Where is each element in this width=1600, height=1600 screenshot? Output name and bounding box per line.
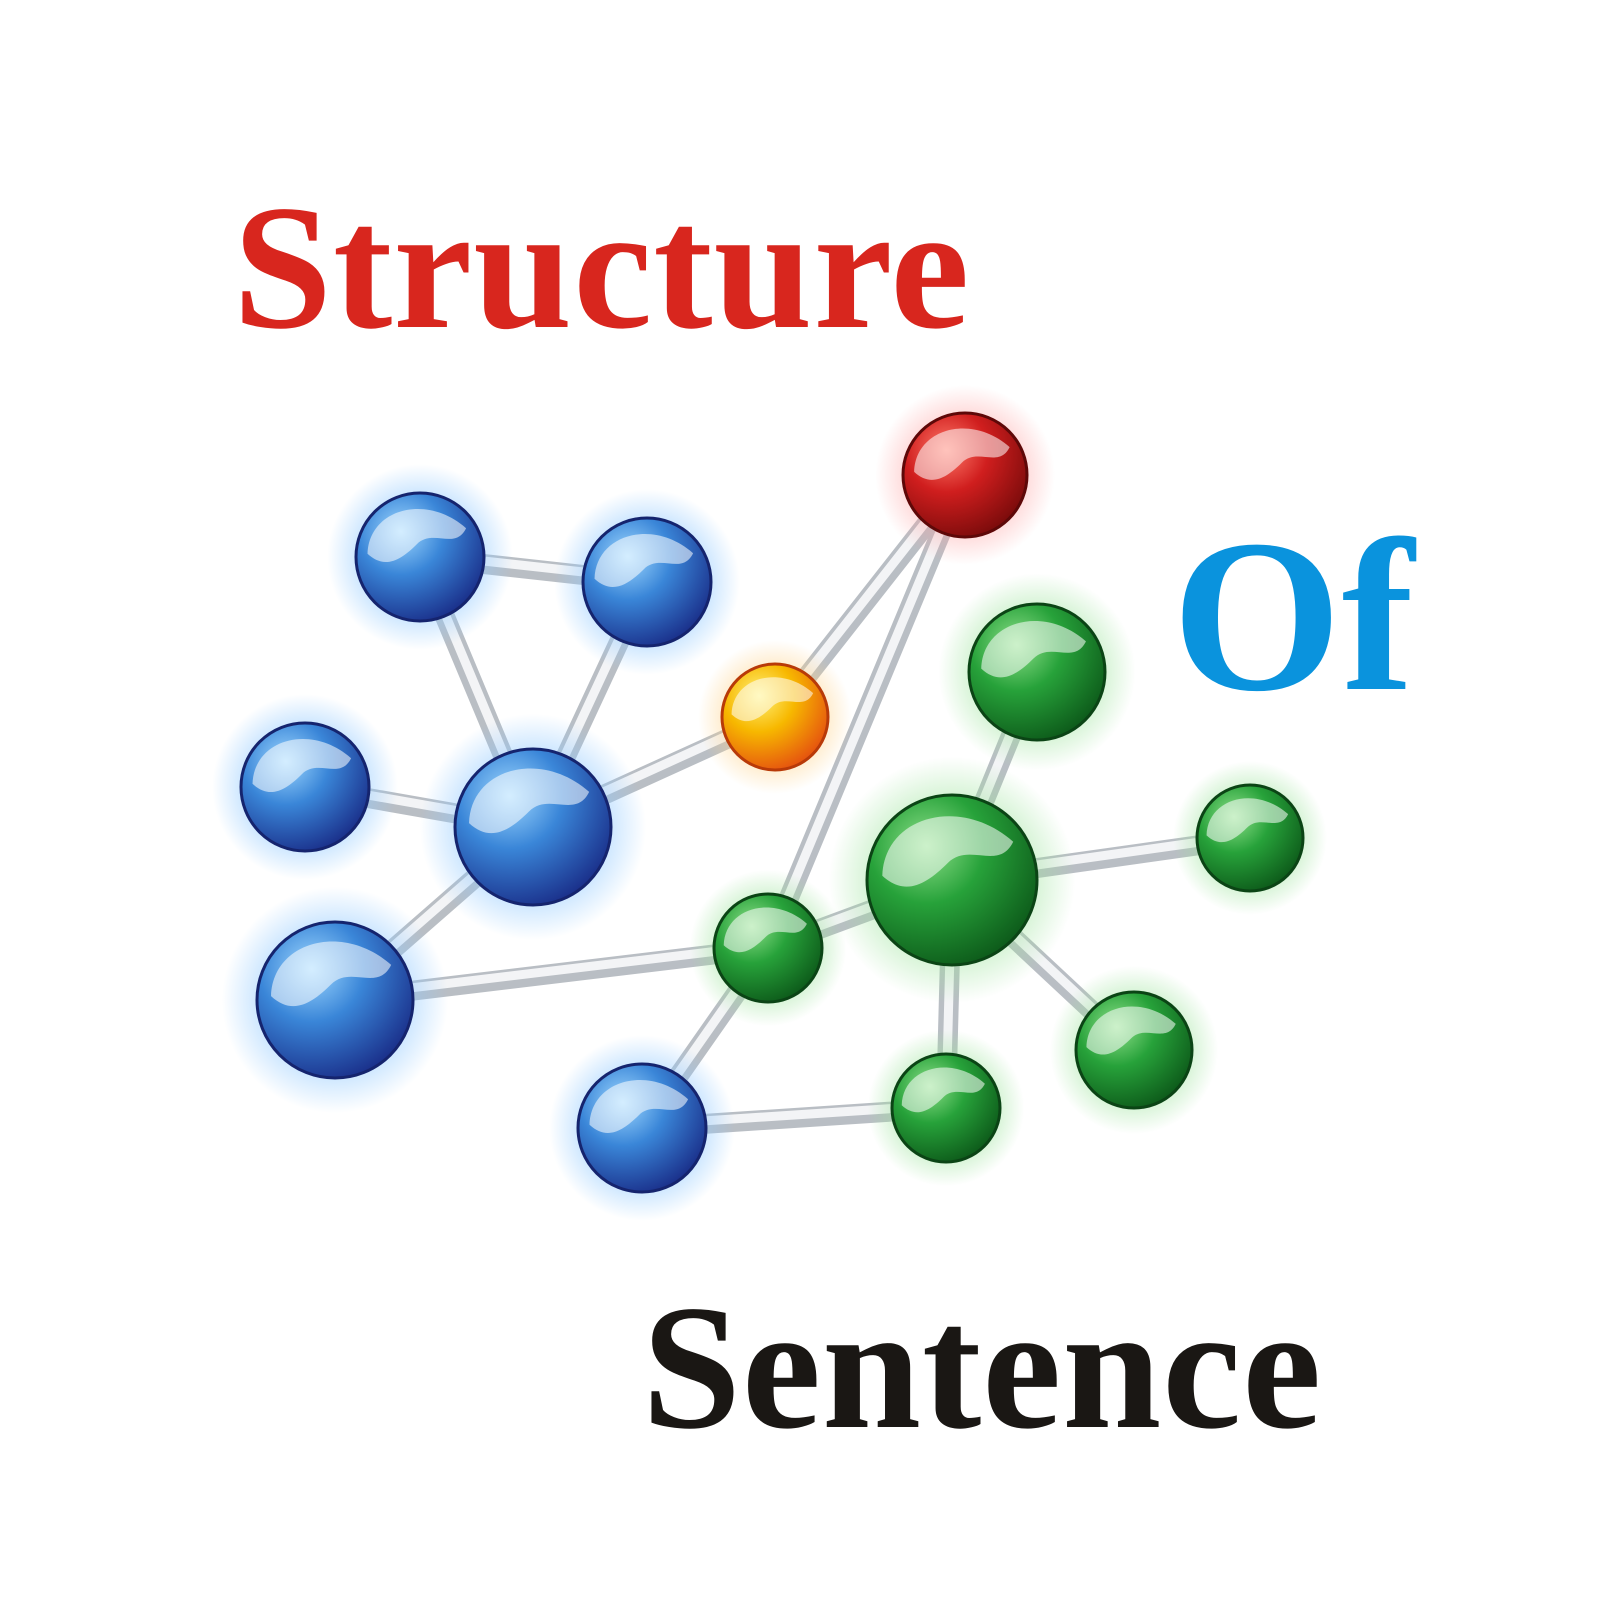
green-atom-node — [1049, 965, 1219, 1135]
green-atom-node — [689, 869, 847, 1027]
blue-atom-node — [327, 464, 513, 650]
green-atom-node — [938, 573, 1136, 771]
blue-atom-node — [212, 694, 398, 880]
orange-atom-node — [698, 640, 852, 794]
blue-atom-node — [221, 886, 449, 1114]
blue-atom-node — [549, 1035, 735, 1221]
title-sentence: Sentence — [642, 1268, 1323, 1466]
green-atom-node — [867, 1029, 1025, 1187]
green-atom-node — [1173, 761, 1327, 915]
atom-nodes — [212, 385, 1327, 1221]
blue-atom-node — [419, 713, 647, 941]
title-of: Of — [1172, 496, 1415, 737]
blue-atom-node — [554, 489, 740, 675]
green-atom-node — [828, 756, 1076, 1004]
title-structure: Structure — [233, 168, 971, 366]
red-atom-node — [875, 385, 1055, 565]
